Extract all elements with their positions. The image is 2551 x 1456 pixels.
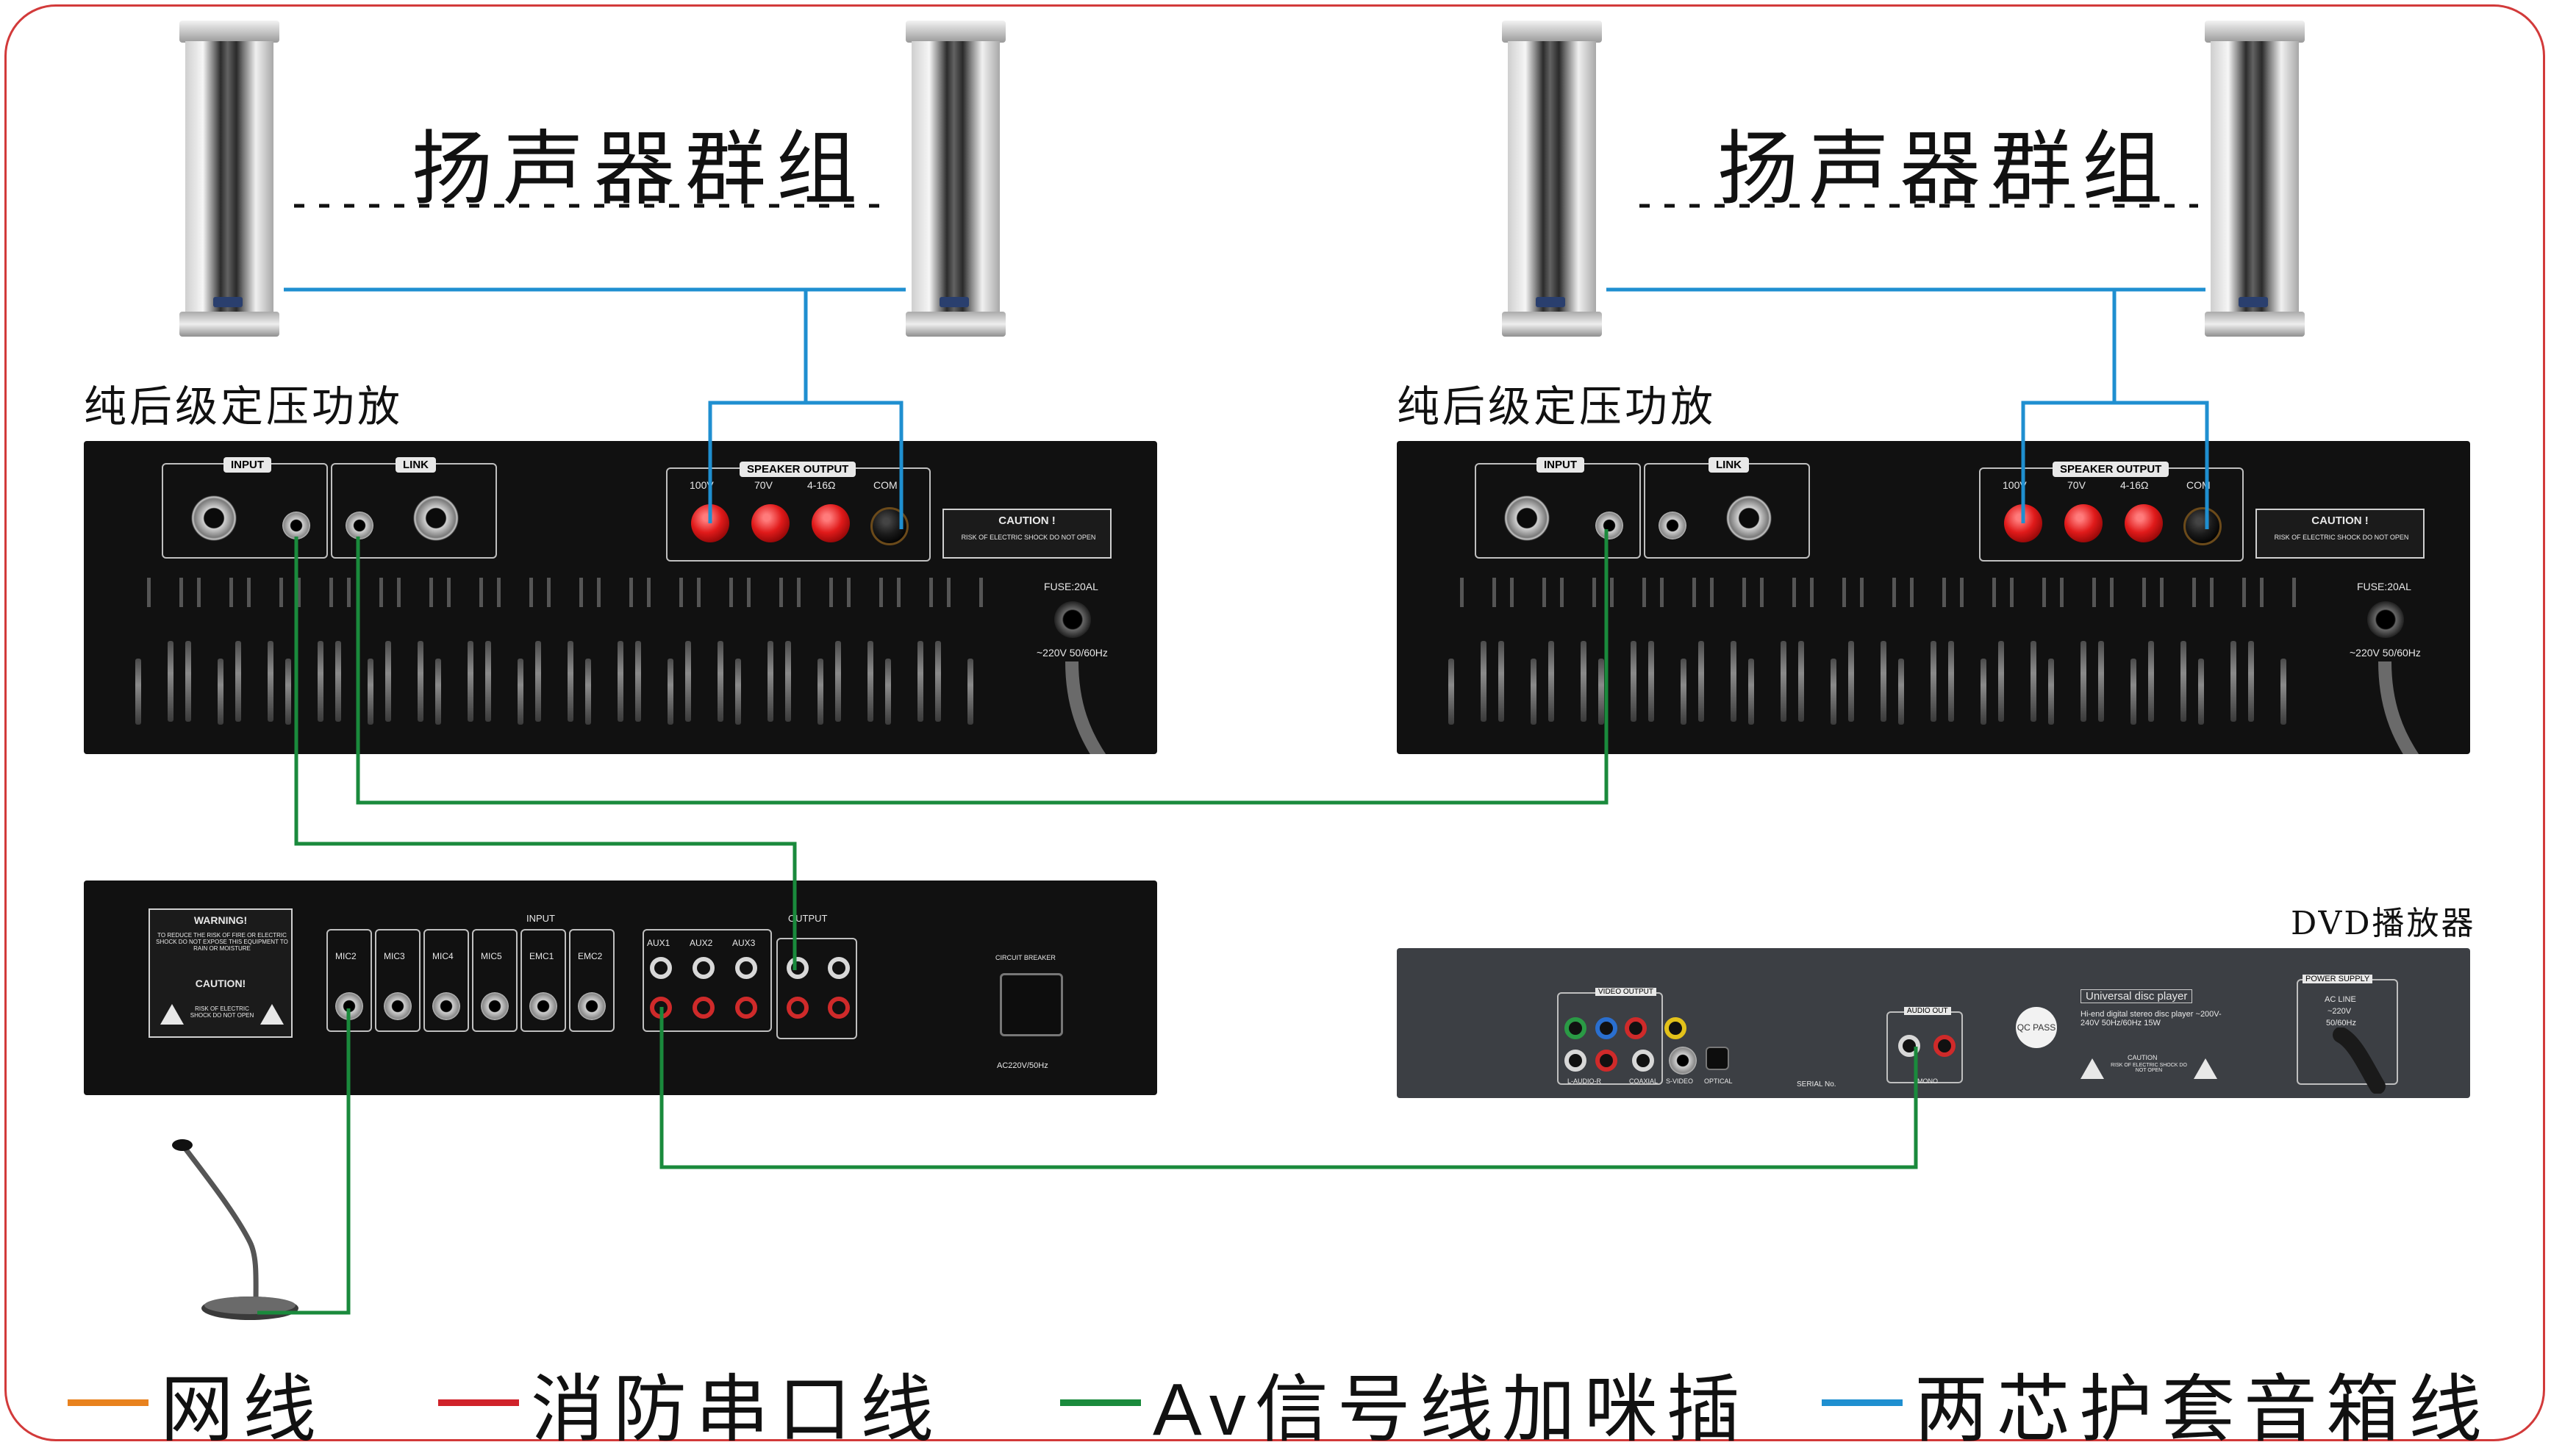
legend-item-av-signal-cable: Av信号线加咪插 (1060, 1349, 1749, 1456)
legend-swatch (1822, 1399, 1903, 1406)
legend-item-fire-serial-cable: 消防串口线 (438, 1349, 942, 1456)
legend-label: Av信号线加咪插 (1153, 1349, 1749, 1456)
legend-swatch (68, 1399, 149, 1406)
legend-item-speaker-cable: 两芯护套音箱线 (1822, 1349, 2491, 1456)
speaker-wire-right (1606, 290, 2207, 529)
speaker-wire-left (284, 290, 906, 529)
legend-label: 网线 (160, 1349, 325, 1456)
legend-label: 两芯护套音箱线 (1914, 1349, 2491, 1456)
legend-swatch (1060, 1399, 1141, 1406)
legend-label: 消防串口线 (531, 1349, 942, 1456)
av-signal-wires (257, 529, 1916, 1313)
legend-item-network-cable: 网线 (68, 1349, 325, 1456)
legend-swatch (438, 1399, 519, 1406)
